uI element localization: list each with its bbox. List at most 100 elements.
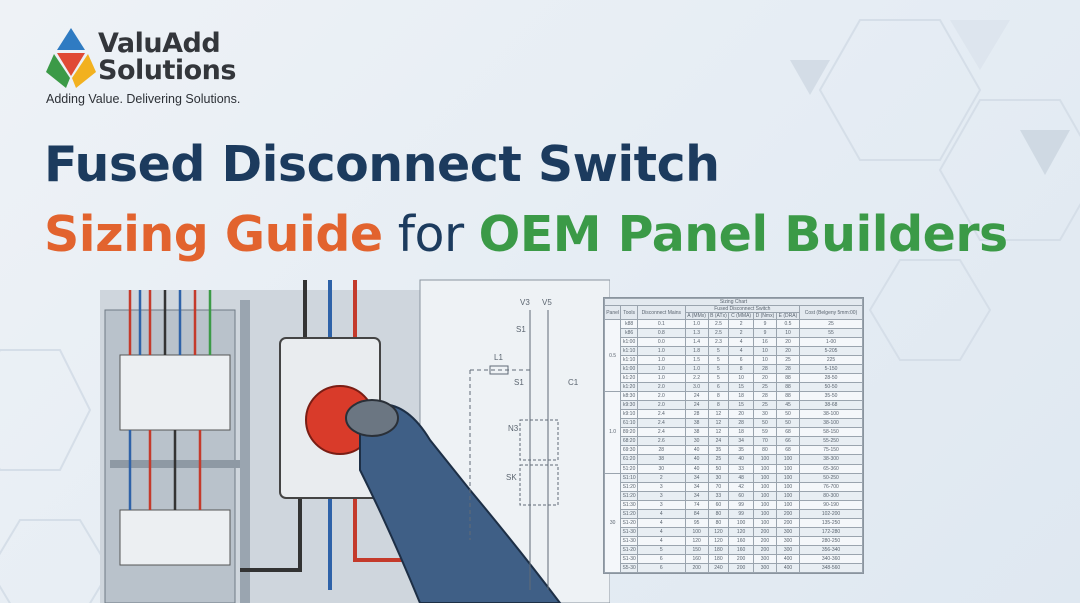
- table-cell: 60: [707, 499, 730, 510]
- headline-green: OEM Panel Builders: [478, 206, 1009, 263]
- table-cell: 400: [775, 562, 801, 574]
- table-cell: 40: [684, 454, 709, 465]
- table-cell: k1:10: [620, 346, 639, 357]
- table-cell: 1.3: [684, 328, 709, 339]
- table-cell: 1.5: [684, 355, 709, 366]
- table-cell: 1.0: [637, 364, 686, 375]
- table-cell: 34: [728, 436, 754, 447]
- table-cell: 30: [752, 409, 777, 420]
- table-cell: 100: [752, 499, 777, 510]
- table-cell: 38-100: [799, 418, 863, 429]
- header-b: B (ATx): [707, 312, 730, 320]
- table-cell: 9: [752, 318, 777, 330]
- table-cell: 3: [637, 490, 686, 501]
- table-cell: 28-50: [799, 373, 863, 384]
- table-cell: 4: [637, 508, 686, 519]
- table-cell: 6: [637, 553, 686, 564]
- table-cell: 160: [728, 535, 754, 546]
- table-cell: 28: [637, 445, 686, 456]
- table-cell: 2.4: [637, 409, 686, 420]
- schematic: V3 V5 S1 L1 S1 C1 N3 SK: [469, 298, 579, 590]
- table-cell: 10: [775, 328, 801, 339]
- table-cell: 300: [775, 535, 801, 546]
- table-cell: 180: [707, 544, 730, 555]
- table-cell: 100: [752, 481, 777, 492]
- table-cell: 2.3: [707, 337, 730, 348]
- header-a: A (MMx): [684, 312, 709, 320]
- table-cell: 15: [728, 400, 754, 411]
- table-cell: 10: [752, 346, 777, 357]
- table-cell: 1.0: [637, 346, 686, 357]
- table-cell: 24: [684, 391, 709, 402]
- table-cell: 30: [684, 436, 709, 447]
- table-cell: 90-190: [799, 499, 863, 510]
- table-cell: 76-700: [799, 481, 863, 492]
- table-cell: 30: [707, 472, 730, 483]
- table-cell: 100: [752, 454, 777, 465]
- table-cell: 51:20: [620, 463, 639, 474]
- panel-cell: 30: [603, 472, 622, 574]
- table-cell: 58-150: [799, 427, 863, 438]
- table-cell: 100: [775, 481, 801, 492]
- headline-line1: Fused Disconnect Switch: [44, 136, 720, 193]
- table-cell: 240: [707, 562, 730, 574]
- header-cost: Cost (Belgeny 5mm:00): [799, 305, 863, 320]
- table-cell: 20: [775, 337, 801, 348]
- table-cell: 0.5: [775, 318, 801, 330]
- table-cell: 225: [799, 355, 863, 366]
- table-cell: 10: [728, 373, 754, 384]
- header-group: Fused Disconnect Switch: [684, 305, 801, 313]
- table-cell: 200: [752, 544, 777, 555]
- table-cell: S1:30: [620, 499, 639, 510]
- table-cell: 348-560: [799, 562, 863, 574]
- table-cell: 160: [684, 553, 709, 564]
- table-cell: 1.0: [684, 364, 709, 375]
- table-cell: S1:20: [620, 481, 639, 492]
- table-cell: 6: [637, 562, 686, 574]
- table-cell: 300: [752, 562, 777, 574]
- label-s1: S1: [516, 325, 526, 334]
- table-cell: 50: [752, 418, 777, 429]
- table-cell: 8: [728, 364, 754, 375]
- table-cell: 100: [752, 490, 777, 501]
- table-cell: 100: [775, 463, 801, 474]
- table-cell: 300: [775, 526, 801, 537]
- table-cell: k1:10: [620, 355, 639, 366]
- table-cell: 38: [684, 418, 709, 429]
- table-cell: 2.2: [684, 373, 709, 384]
- table-cell: 20: [775, 346, 801, 357]
- table-cell: 100: [752, 517, 777, 528]
- table-cell: 24: [684, 400, 709, 411]
- table-cell: 160: [728, 544, 754, 555]
- table-cell: S1:20: [620, 490, 639, 501]
- table-cell: 3.0: [684, 382, 709, 393]
- table-cell: 0.8: [637, 328, 686, 339]
- table-cell: 0.0: [637, 337, 686, 348]
- valuadd-logo: [46, 28, 96, 88]
- table-cell: 15: [728, 382, 754, 393]
- table-cell: 300: [775, 544, 801, 555]
- table-cell: k86: [620, 328, 639, 339]
- table-cell: 28: [752, 391, 777, 402]
- table-cell: 200: [775, 508, 801, 519]
- table-cell: 74: [684, 499, 709, 510]
- table-cell: 5: [707, 373, 730, 384]
- table-cell: 2: [728, 328, 754, 339]
- table-cell: 68: [775, 445, 801, 456]
- table-cell: 400: [775, 553, 801, 564]
- headline-orange: Sizing Guide: [44, 206, 383, 263]
- table-cell: k1:00: [620, 337, 639, 348]
- table-cell: k1:20: [620, 373, 639, 384]
- table-cell: 3: [637, 499, 686, 510]
- table-cell: 50-250: [799, 472, 863, 483]
- table-cell: 84: [684, 508, 709, 519]
- table-cell: 80: [707, 508, 730, 519]
